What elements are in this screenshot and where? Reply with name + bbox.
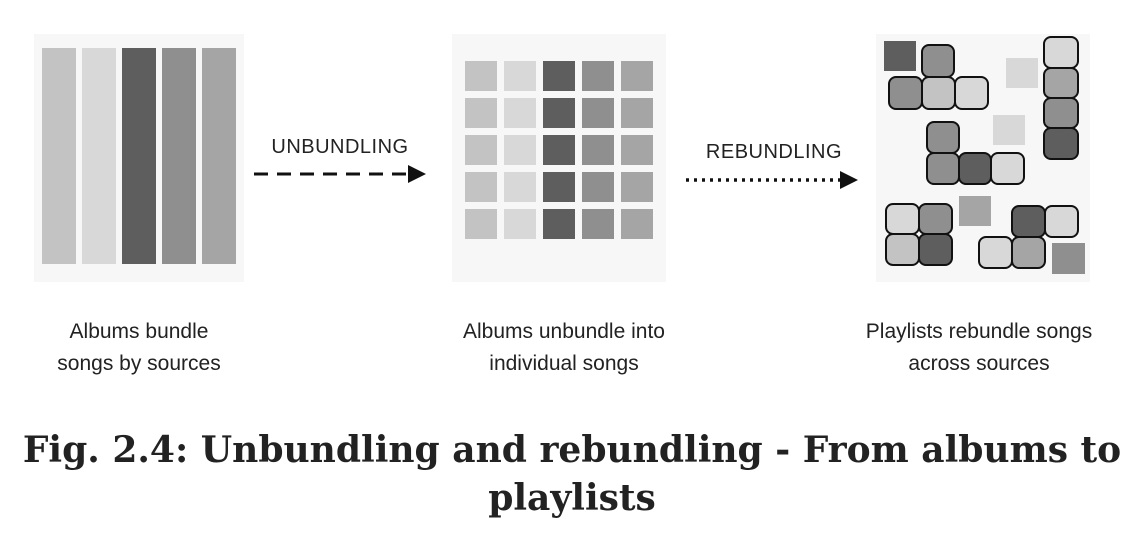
rebundling-label: REBUNDLING: [705, 141, 843, 163]
albums-caption-line-2: songs by sources: [57, 352, 221, 375]
songs-caption-line-2: individual songs: [489, 352, 639, 375]
song-cell: [543, 209, 575, 239]
song-cell: [504, 98, 536, 128]
album-bar: [82, 48, 116, 264]
album-bar: [42, 48, 76, 264]
playlists-caption-line-1: Playlists rebundle songs: [865, 320, 1093, 343]
album-bars: [42, 48, 236, 264]
song-cell: [621, 172, 653, 202]
playlists-caption: Playlists rebundle songs across sources: [834, 316, 1124, 380]
loose-song: [884, 41, 916, 71]
song-cell: [504, 209, 536, 239]
songs-caption-line-1: Albums unbundle into: [463, 320, 665, 343]
album-bar: [122, 48, 156, 264]
figure-title-line-2: playlists: [488, 477, 656, 519]
loose-song: [959, 196, 991, 226]
playlist: [978, 205, 1079, 269]
playlist: [885, 203, 953, 266]
song-cell: [465, 61, 497, 91]
song-cell: [465, 172, 497, 202]
song-cell: [504, 61, 536, 91]
playlist-tiles: [884, 36, 1085, 274]
song-cell: [621, 61, 653, 91]
song-cell: [582, 135, 614, 165]
figure-title-line-1: Fig. 2.4: Unbundling and rebundling - Fr…: [22, 429, 1122, 471]
song-cell: [621, 135, 653, 165]
song-cell: [543, 135, 575, 165]
figure-title: Fig. 2.4: Unbundling and rebundling - Fr…: [0, 426, 1144, 522]
song-cell: [504, 135, 536, 165]
album-bar: [202, 48, 236, 264]
song-cell: [582, 61, 614, 91]
song-cell: [582, 172, 614, 202]
albums-caption: Albums bundle songs by sources: [14, 316, 264, 380]
song-cell: [543, 172, 575, 202]
playlist: [1043, 36, 1079, 160]
song-cell: [543, 98, 575, 128]
loose-song: [993, 115, 1025, 145]
loose-song: [1006, 58, 1038, 88]
song-grid: [465, 61, 653, 239]
song-cell: [543, 61, 575, 91]
song-cell: [465, 135, 497, 165]
album-bar: [162, 48, 196, 264]
song-cell: [504, 172, 536, 202]
song-cell: [582, 98, 614, 128]
loose-song: [1052, 243, 1085, 274]
playlist: [926, 121, 1025, 185]
song-cell: [621, 98, 653, 128]
song-cell: [621, 209, 653, 239]
playlists-caption-line-2: across sources: [908, 352, 1050, 375]
rebundling-arrow: [686, 171, 858, 189]
song-cell: [465, 98, 497, 128]
unbundling-arrow: [254, 165, 426, 183]
song-cell: [465, 209, 497, 239]
playlist: [888, 44, 989, 110]
song-cell: [582, 209, 614, 239]
unbundling-label: UNBUNDLING: [271, 136, 409, 158]
albums-caption-line-1: Albums bundle: [69, 320, 209, 343]
songs-caption: Albums unbundle into individual songs: [424, 316, 704, 380]
